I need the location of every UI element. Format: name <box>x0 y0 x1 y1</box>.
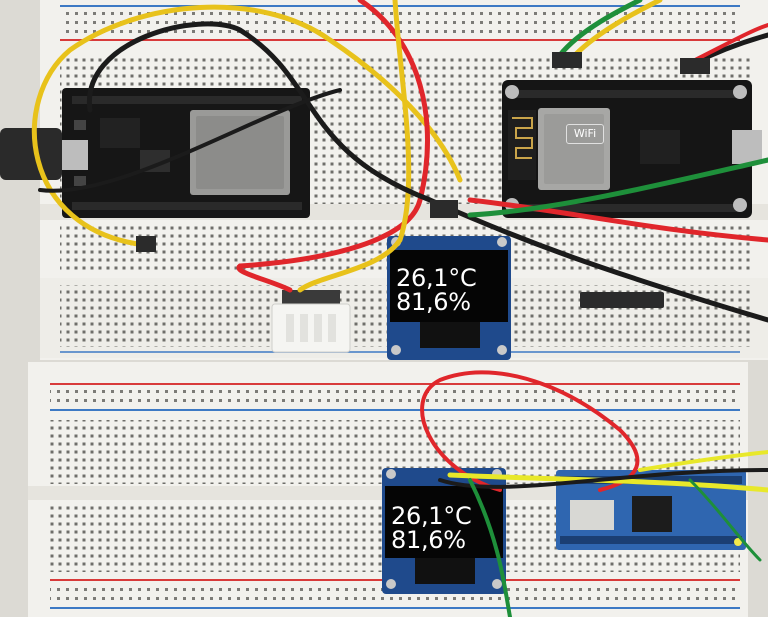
lower-oled-humidity: 81,6% <box>391 526 466 554</box>
usb-cable <box>0 128 62 180</box>
upper-oled-temperature: 26,1°C <box>396 264 477 292</box>
lower-oled-temperature: 26,1°C <box>391 502 472 530</box>
dht-sensor <box>271 290 351 353</box>
upper-oled-readout: 26,1°C 81,6% <box>396 264 477 316</box>
connector-header <box>430 200 458 218</box>
lower-oled-readout: 26,1°C 81,6% <box>391 502 472 554</box>
nodemcu-board <box>502 80 762 218</box>
upper-oled-humidity: 81,6% <box>396 288 471 316</box>
connector-header <box>552 52 582 68</box>
upper-oled-module <box>387 236 511 360</box>
connector-header <box>680 58 710 74</box>
lower-oled-module <box>382 468 506 594</box>
resistor-module <box>580 292 664 308</box>
wires <box>31 0 768 617</box>
connector-header <box>136 236 156 252</box>
wifi-logo-icon: WiFi <box>566 124 604 144</box>
